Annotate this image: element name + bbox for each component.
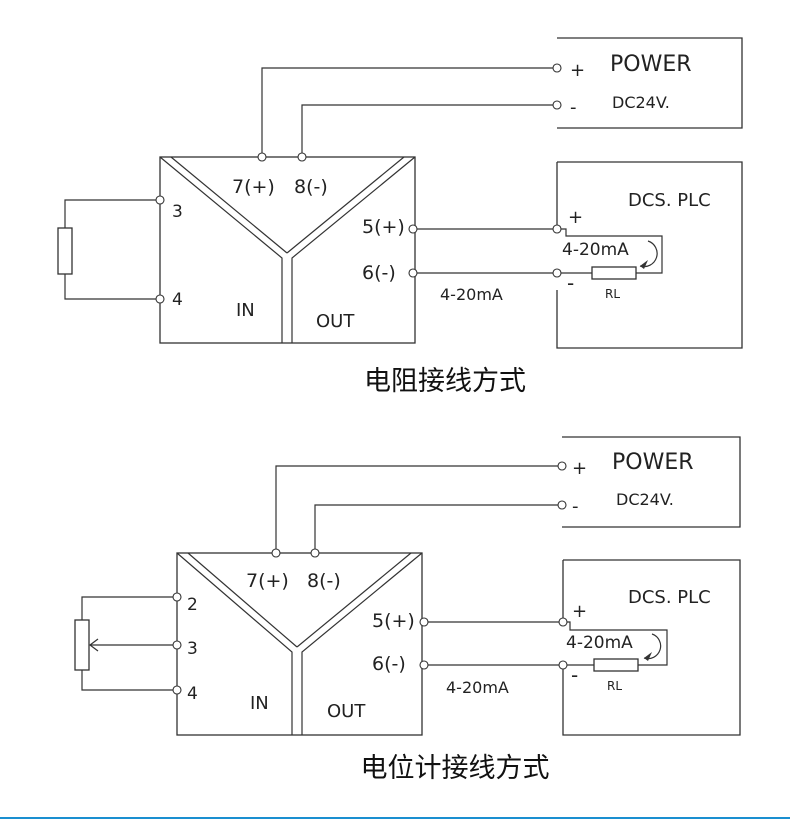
power-title: POWER: [610, 52, 692, 77]
power-wires: [261, 67, 557, 157]
rl-label: RL: [607, 679, 622, 693]
transmitter-module: IN OUT 7(+) 8(-) 2 3 4 5(+) 6(-): [176, 552, 423, 736]
dcs-plus-sign: +: [572, 601, 587, 622]
terminal-3: [172, 640, 182, 650]
power-voltage: DC24V.: [616, 490, 674, 509]
wiper-arrow: [89, 638, 99, 652]
output-current-label: 4-20mA: [446, 678, 509, 697]
potentiometer: [74, 619, 90, 671]
power-minus-terminal: [552, 100, 562, 110]
dcs-plus-terminal: [552, 224, 562, 234]
terminal-6: [408, 268, 418, 278]
resistor-sensor: [57, 227, 73, 275]
output-wires: 4-20mA: [424, 621, 563, 697]
terminal-3-label: 3: [187, 639, 198, 659]
terminal-4-label: 4: [172, 290, 183, 310]
caption-resistor: 电阻接线方式: [364, 366, 526, 397]
power-minus-sign: -: [572, 496, 579, 517]
terminal-5: [408, 224, 418, 234]
current-direction-arrow: [639, 240, 658, 268]
power-voltage: DC24V.: [612, 93, 670, 112]
terminal-6-label: 6(-): [372, 653, 406, 675]
in-label: IN: [250, 693, 269, 714]
power-minus-terminal: [557, 500, 567, 510]
terminal-8-label: 8(-): [307, 570, 341, 592]
dcs-plus-terminal: [558, 617, 568, 627]
terminal-8-label: 8(-): [294, 176, 328, 198]
dcs-plus-sign: +: [568, 207, 583, 228]
terminal-8: [297, 152, 307, 162]
terminal-8: [310, 548, 320, 558]
terminal-7: [257, 152, 267, 162]
power-plus-sign: +: [572, 458, 587, 479]
rtd-sensor: [57, 199, 160, 300]
current-direction-arrow: [643, 633, 662, 660]
terminal-2-label: 2: [187, 595, 198, 615]
output-current-label: 4-20mA: [440, 285, 503, 304]
out-label: OUT: [327, 701, 366, 722]
dcs-plc-box: DCS. PLC + - 4-20mA RL: [562, 559, 741, 736]
load-resistor-rl: [593, 658, 639, 672]
terminal-7-label: 7(+): [246, 570, 289, 592]
terminal-5: [419, 617, 429, 627]
caption-potentiometer: 电位计接线方式: [361, 753, 550, 784]
arrow-head: [644, 652, 652, 661]
power-box: + - POWER DC24V.: [557, 37, 743, 129]
power-plus-sign: +: [570, 60, 585, 81]
out-label: OUT: [316, 311, 355, 332]
power-minus-sign: -: [570, 97, 577, 118]
arrow-head: [640, 260, 648, 269]
load-resistor-rl: [591, 266, 637, 280]
terminal-7: [271, 548, 281, 558]
terminal-4: [172, 685, 182, 695]
power-wires: [275, 465, 562, 553]
dcs-minus-terminal: [552, 268, 562, 278]
terminal-3: [155, 195, 165, 205]
dcs-minus-sign: -: [571, 663, 578, 687]
dcs-minus-sign: -: [567, 271, 574, 295]
transmitter-module: IN OUT 7(+) 8(-) 3 4 5(+) 6(-): [159, 156, 416, 344]
loop-current-label: 4-20mA: [562, 240, 629, 260]
terminal-5-label: 5(+): [362, 216, 405, 238]
potentiometer-sensor: [74, 596, 177, 691]
power-title: POWER: [612, 450, 694, 475]
potentiometer-wiring-diagram: + - POWER DC24V. DCS. PLC + - 4-20mA RL: [74, 436, 741, 784]
power-box: + - POWER DC24V.: [562, 436, 741, 528]
dcs-plc-title: DCS. PLC: [628, 190, 711, 211]
dcs-plc-box: DCS. PLC + - 4-20mA RL: [556, 161, 743, 349]
power-plus-terminal: [557, 461, 567, 471]
in-label: IN: [236, 300, 255, 321]
dcs-minus-terminal: [558, 660, 568, 670]
terminal-4: [155, 294, 165, 304]
dcs-plc-title: DCS. PLC: [628, 587, 711, 608]
resistor-wiring-diagram: + - POWER DC24V. DCS. PLC + - 4-20mA RL: [57, 37, 743, 397]
terminal-7-label: 7(+): [232, 176, 275, 198]
output-wires: 4-20mA: [413, 228, 557, 304]
terminal-4-label: 4: [187, 684, 198, 704]
terminal-6: [419, 660, 429, 670]
terminal-6-label: 6(-): [362, 262, 396, 284]
power-plus-terminal: [552, 63, 562, 73]
loop-current-label: 4-20mA: [566, 633, 633, 653]
rl-label: RL: [605, 287, 620, 301]
terminal-5-label: 5(+): [372, 610, 415, 632]
terminal-2: [172, 592, 182, 602]
terminal-3-label: 3: [172, 202, 183, 222]
